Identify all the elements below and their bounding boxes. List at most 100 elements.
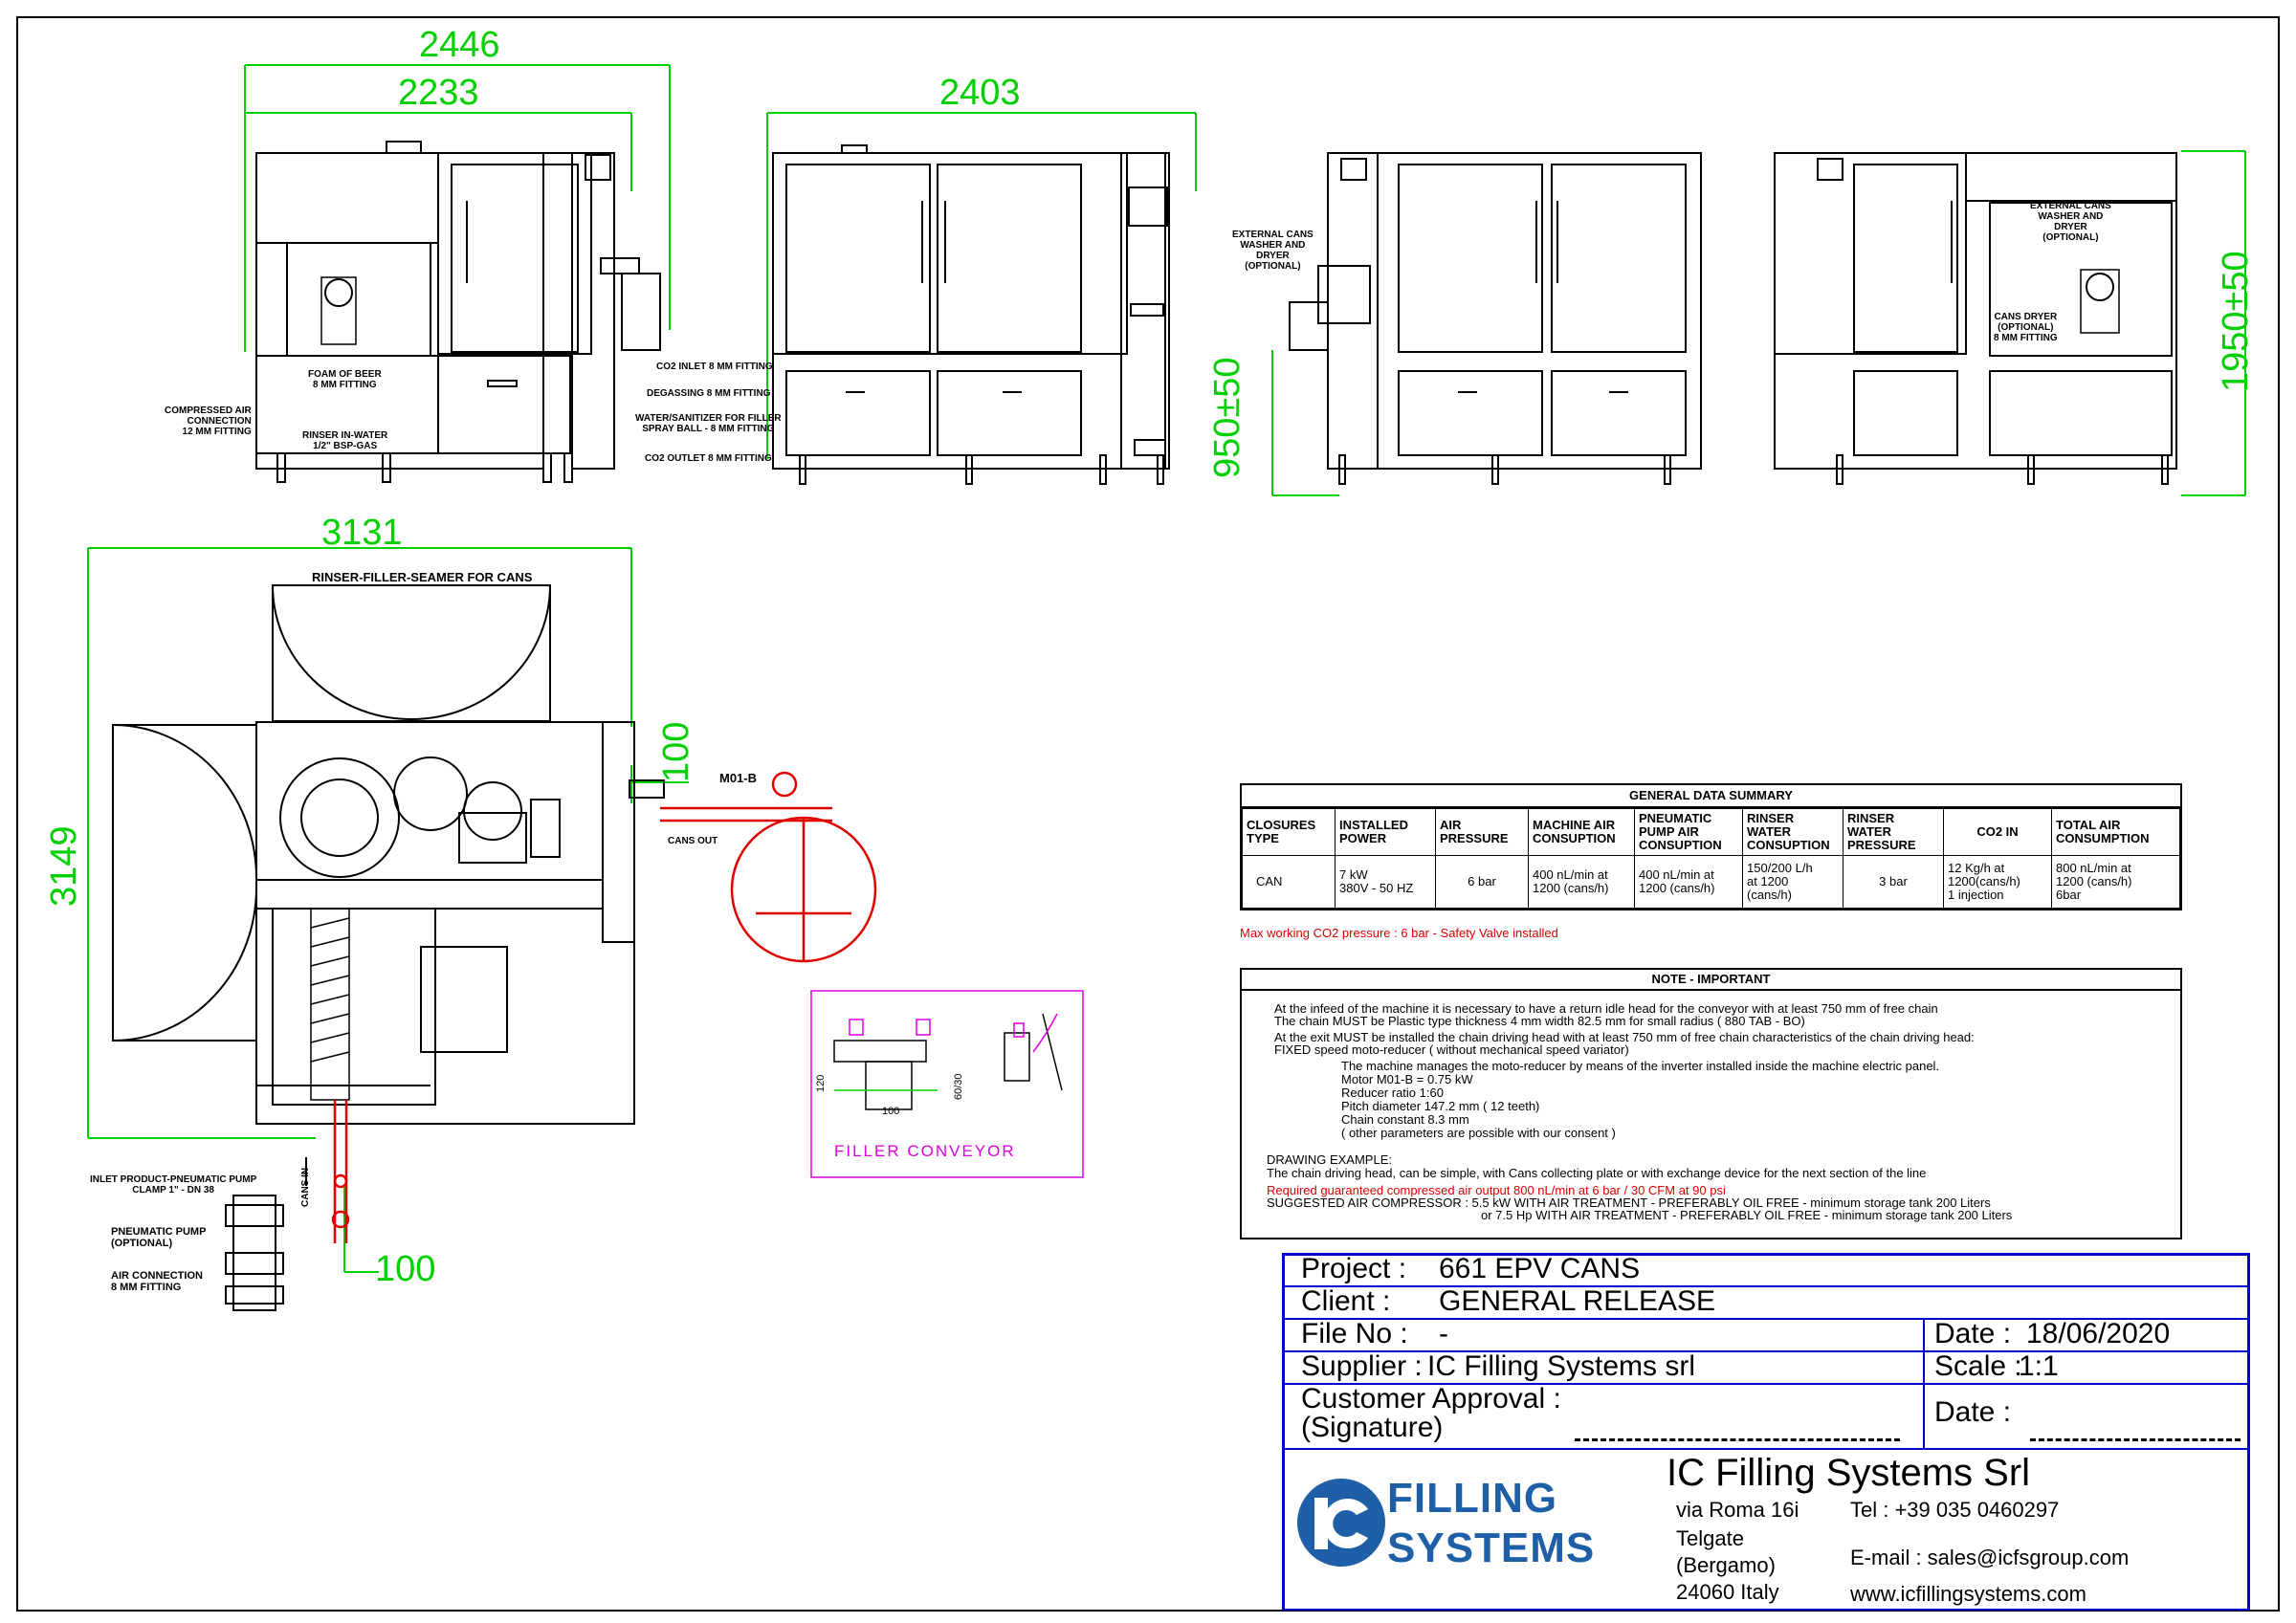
dim-1950: 1950±50 xyxy=(2216,251,2256,392)
note-line: Reducer ratio 1:60 xyxy=(1341,1086,1444,1100)
company-logo-icon xyxy=(1297,1479,1385,1567)
signature-label: (Signature) xyxy=(1301,1412,1444,1443)
label-external-washer-right: EXTERNAL CANS WASHER AND DRYER (OPTIONAL… xyxy=(2030,201,2111,243)
gds-header-cell: INSTALLED POWER xyxy=(1335,808,1436,856)
dim-100-inlet: 100 xyxy=(375,1249,436,1289)
label-rinser-in-water: RINSER IN-WATER 1/2" BSP-GAS xyxy=(302,430,388,451)
gds-header-cell: RINSER WATER PRESSURE xyxy=(1843,808,1944,856)
dim-2233: 2233 xyxy=(398,73,479,113)
note-title: NOTE - IMPORTANT xyxy=(1242,970,2180,991)
note-line: ( other parameters are possible with our… xyxy=(1341,1126,1616,1140)
client-value: GENERAL RELEASE xyxy=(1439,1285,1715,1317)
gds-value-cell: 400 nL/min at 1200 (cans/h) xyxy=(1634,855,1743,909)
supplier-label: Supplier : xyxy=(1301,1350,1423,1382)
date-value: 18/06/2020 xyxy=(2026,1318,2171,1349)
dimension-lines xyxy=(87,64,2246,1273)
gds-header-cell: AIR PRESSURE xyxy=(1435,808,1529,856)
label-water-sanitizer: WATER/SANITIZER FOR FILLER SPRAY BALL - … xyxy=(635,413,782,434)
rear-view xyxy=(1289,152,1702,485)
project-value: 661 EPV CANS xyxy=(1439,1253,1641,1284)
company-province: (Bergamo) xyxy=(1676,1553,1776,1577)
dim-950: 950±50 xyxy=(1207,357,1247,478)
scale-value: 1:1 xyxy=(2019,1350,2059,1382)
file-label: File No : xyxy=(1301,1318,1408,1349)
dim-100-outlet: 100 xyxy=(656,721,696,782)
logo-text-filling: FILLING xyxy=(1387,1475,1558,1522)
other-side-view xyxy=(1774,152,2177,485)
plan-title: RINSER-FILLER-SEAMER FOR CANS xyxy=(312,570,533,584)
company-tel: Tel : +39 035 0460297 xyxy=(1850,1498,2060,1522)
gds-header-cell: TOTAL AIR CONSUMPTION xyxy=(2051,808,2180,856)
note-line: The machine manages the moto-reducer by … xyxy=(1341,1059,1940,1073)
gds-value-cell: 6 bar xyxy=(1435,855,1529,909)
gds-value-cell: CAN xyxy=(1242,855,1336,909)
gds-value-cell: 150/200 L/h at 1200 (cans/h) xyxy=(1742,855,1843,909)
company-street: via Roma 16i xyxy=(1676,1498,1799,1522)
gds-header-cell: RINSER WATER CONSUPTION xyxy=(1742,808,1843,856)
dim-3131: 3131 xyxy=(321,513,403,553)
note-line: DRAWING EXAMPLE: xyxy=(1267,1152,1392,1167)
pneumatic-pump xyxy=(225,1157,307,1311)
label-inlet-product: INLET PRODUCT-PNEUMATIC PUMP CLAMP 1" - … xyxy=(90,1174,257,1195)
label-cans-out: CANS OUT xyxy=(668,836,718,846)
note-line: Motor M01-B = 0.75 kW xyxy=(1341,1072,1473,1086)
file-value: - xyxy=(1439,1318,1448,1349)
note-line: The chain driving head, can be simple, w… xyxy=(1267,1166,1927,1180)
gds-value-cell: 400 nL/min at 1200 (cans/h) xyxy=(1528,855,1635,909)
fc-dim-120: 120 xyxy=(815,1074,827,1092)
approval-label: Customer Approval : xyxy=(1301,1383,1561,1415)
company-city: Telgate xyxy=(1676,1526,1744,1550)
fc-dim-60-30: 60/30 xyxy=(953,1073,964,1100)
signature-line xyxy=(1575,1438,1900,1441)
note-line: SUGGESTED AIR COMPRESSOR : 5.5 kW WITH A… xyxy=(1267,1195,1991,1210)
approval-date-label: Date : xyxy=(1934,1396,2012,1428)
scale-label: Scale : xyxy=(1934,1350,2022,1382)
note-line: At the infeed of the machine it is neces… xyxy=(1274,1001,1938,1016)
date-label: Date : xyxy=(1934,1318,2012,1349)
front-view xyxy=(255,141,661,483)
conveyor-red xyxy=(331,771,877,1243)
note-line: FIXED speed moto-reducer ( without mecha… xyxy=(1274,1042,1629,1057)
gds-header-row: CLOSURES TYPE INSTALLED POWER AIR PRESSU… xyxy=(1242,808,2180,856)
plan-view xyxy=(112,584,665,1125)
label-air-connection: AIR CONNECTION 8 MM FITTING xyxy=(111,1270,203,1293)
approval-date-line xyxy=(2030,1438,2241,1441)
fc-dim-100: 100 xyxy=(882,1106,900,1117)
dim-2403: 2403 xyxy=(939,73,1021,113)
company-name: IC Filling Systems Srl xyxy=(1667,1452,2031,1494)
gds-title: GENERAL DATA SUMMARY xyxy=(1242,785,2180,808)
label-cans-in: CANS IN xyxy=(300,1167,311,1207)
gds-value-cell: 800 nL/min at 1200 (cans/h) 6bar xyxy=(2051,855,2180,909)
gds-value-cell: 12 Kg/h at 1200(cans/h) 1 injection xyxy=(1943,855,2052,909)
general-data-summary: GENERAL DATA SUMMARY CLOSURES TYPE INSTA… xyxy=(1240,783,2182,910)
note-line: Pitch diameter 147.2 mm ( 12 teeth) xyxy=(1341,1099,1540,1113)
sheet-border xyxy=(16,16,2280,1612)
company-zip: 24060 Italy xyxy=(1676,1580,1779,1604)
inlet-auger xyxy=(310,908,350,1101)
client-label: Client : xyxy=(1301,1285,1391,1317)
label-external-washer-left: EXTERNAL CANS WASHER AND DRYER (OPTIONAL… xyxy=(1232,230,1314,272)
dim-2446: 2446 xyxy=(419,25,500,65)
gds-value-cell: 3 bar xyxy=(1843,855,1944,909)
co2-warning: Max working CO2 pressure : 6 bar - Safet… xyxy=(1240,926,1558,940)
logo-text-systems: SYSTEMS xyxy=(1387,1524,1596,1571)
gds-header-cell: CLOSURES TYPE xyxy=(1242,808,1336,856)
note-important: NOTE - IMPORTANT At the infeed of the ma… xyxy=(1240,968,2182,1239)
project-label: Project : xyxy=(1301,1253,1407,1284)
label-co2-outlet: CO2 OUTLET 8 MM FITTING xyxy=(645,453,772,464)
label-compressed-air: COMPRESSED AIR CONNECTION 12 MM FITTING xyxy=(165,406,252,437)
company-web: www.icfillingsystems.com xyxy=(1850,1582,2086,1606)
gds-table: CLOSURES TYPE INSTALLED POWER AIR PRESSU… xyxy=(1242,808,2180,909)
label-motor: M01-B xyxy=(719,771,758,785)
gds-value-row: CAN 7 kW 380V - 50 HZ 6 bar 400 nL/min a… xyxy=(1242,855,2180,909)
label-pneumatic-pump: PNEUMATIC PUMP (OPTIONAL) xyxy=(111,1226,207,1249)
dim-3149: 3149 xyxy=(44,825,84,907)
title-block: Project : 661 EPV CANS Client : GENERAL … xyxy=(1282,1253,2250,1611)
note-line: Chain constant 8.3 mm xyxy=(1341,1112,1469,1127)
gds-header-cell: PNEUMATIC PUMP AIR CONSUPTION xyxy=(1634,808,1743,856)
note-line: At the exit MUST be installed the chain … xyxy=(1274,1030,1975,1044)
label-cans-dryer: CANS DRYER (OPTIONAL) 8 MM FITTING xyxy=(1994,312,2058,343)
label-foam-of-beer: FOAM OF BEER 8 MM FITTING xyxy=(308,369,382,390)
side-view xyxy=(772,144,1170,485)
